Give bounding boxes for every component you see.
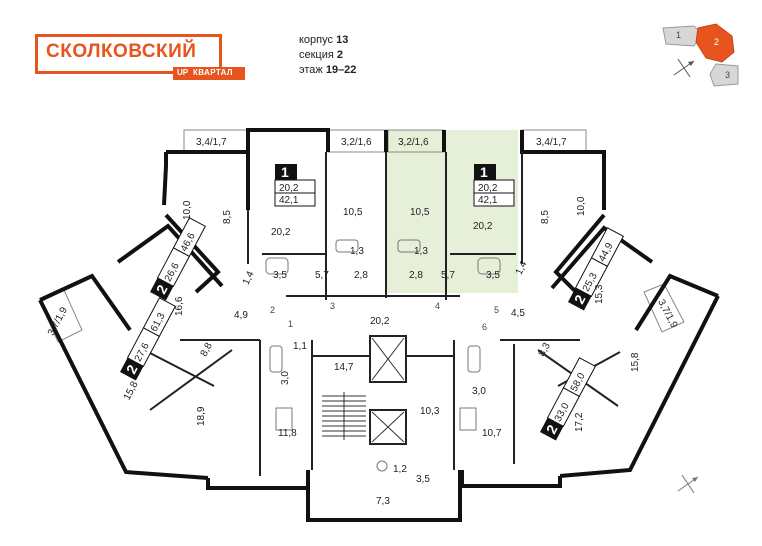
room-label: 3,5 xyxy=(416,474,430,485)
apt-badge-2c: 2 27,6 61,3 xyxy=(120,297,177,381)
brand-logo: СКОЛКОВСКИЙ UP КВАРТАЛ xyxy=(35,34,245,80)
floor-info: этаж 19–22 xyxy=(299,64,357,76)
door-number: 1 xyxy=(288,319,293,329)
room-label: 8,5 xyxy=(222,210,233,224)
room-label: 5,7 xyxy=(315,270,329,281)
room-label: 2,8 xyxy=(409,270,423,281)
korpus-info: корпус 13 xyxy=(299,34,349,46)
room-label: 16,6 xyxy=(174,296,185,316)
door-number: 5 xyxy=(494,305,499,315)
keymap-label-3: 3 xyxy=(725,70,730,80)
room-label: 17,2 xyxy=(574,412,585,432)
apt-badge-1a: 1 20,2 42,1 xyxy=(274,164,316,207)
room-label: 20,2 xyxy=(271,227,291,238)
plumbing-fixtures xyxy=(265,239,501,472)
svg-text:20,2: 20,2 xyxy=(478,183,498,194)
room-label: 14,7 xyxy=(334,362,354,373)
keymap-section-2 xyxy=(695,23,735,63)
room-label: 18,9 xyxy=(196,406,207,426)
room-label: 3,0 xyxy=(280,371,291,385)
outer-walls xyxy=(38,128,720,522)
logo-up: UP xyxy=(177,68,189,77)
room-label: 3,0 xyxy=(472,386,486,397)
svg-text:20,2: 20,2 xyxy=(279,183,299,194)
room-label: 3,5 xyxy=(273,270,287,281)
room-label: 3,2/1,6 xyxy=(398,137,429,148)
compass-icon xyxy=(673,58,695,78)
room-label: 1,2 xyxy=(393,464,407,475)
svg-text:42,1: 42,1 xyxy=(478,195,498,206)
highlighted-apartment xyxy=(387,130,518,293)
elevator-icons xyxy=(371,337,405,443)
door-number: 3 xyxy=(330,301,335,311)
room-label: 2,8 xyxy=(354,270,368,281)
logo-name: СКОЛКОВСКИЙ xyxy=(46,41,197,62)
room-label: 3,2/1,6 xyxy=(341,137,372,148)
room-label: 10,7 xyxy=(482,428,502,439)
room-label: 7,3 xyxy=(376,496,390,507)
room-label: 1,4 xyxy=(514,259,530,277)
room-label: 15,3 xyxy=(594,284,605,304)
room-label: 10,5 xyxy=(343,207,363,218)
room-area-labels: 3,4/1,7 3,2/1,6 3,2/1,6 3,4/1,7 10,0 8,5… xyxy=(46,137,680,507)
room-label: 10,5 xyxy=(410,207,430,218)
logo-sub: КВАРТАЛ xyxy=(193,68,233,77)
room-label: 10,3 xyxy=(420,406,440,417)
logo-sub-bar xyxy=(173,67,245,80)
room-label: 10,0 xyxy=(182,200,193,220)
room-label: 15,8 xyxy=(122,379,141,402)
door-numbers: 1 2 3 4 5 6 xyxy=(270,301,499,332)
keymap-label-1: 1 xyxy=(676,30,681,40)
section-info: секция 2 xyxy=(299,49,344,61)
room-label: 8,5 xyxy=(540,210,551,224)
keymap-section-3 xyxy=(709,63,739,87)
room-label: 3,4/1,7 xyxy=(196,137,227,148)
room-label: 20,2 xyxy=(370,316,390,327)
north-arrow-icon xyxy=(677,474,699,494)
room-label: 15,8 xyxy=(630,352,641,372)
room-label: 1,4 xyxy=(241,269,257,287)
apt-badge-2a: 2 26,6 46,6 xyxy=(150,217,207,301)
room-label: 5,7 xyxy=(441,270,455,281)
room-label: 8,3 xyxy=(537,341,553,359)
svg-text:42,1: 42,1 xyxy=(279,195,299,206)
room-label: 1,3 xyxy=(350,246,364,257)
room-label: 3,4/1,7 xyxy=(536,137,567,148)
apt-badge-2b: 2 25,3 44,9 xyxy=(568,227,625,311)
staircase xyxy=(322,392,366,440)
room-label: 1,3 xyxy=(414,246,428,257)
keymap-label-2: 2 xyxy=(714,37,719,47)
room-label: 11,8 xyxy=(278,428,297,439)
room-label: 1,1 xyxy=(293,341,307,352)
door-number: 2 xyxy=(270,305,275,315)
room-label: 20,2 xyxy=(473,221,493,232)
svg-text:1: 1 xyxy=(281,164,289,180)
room-label: 8,8 xyxy=(199,341,215,359)
apt-badge-1b: 1 20,2 42,1 xyxy=(473,164,515,207)
apt-badge-2d: 2 33,0 58,0 xyxy=(540,357,597,441)
door-number: 6 xyxy=(482,322,487,332)
section-keymap: 1 2 3 xyxy=(662,23,739,87)
svg-text:1: 1 xyxy=(480,164,488,180)
door-number: 4 xyxy=(435,301,440,311)
room-label: 10,0 xyxy=(576,196,587,216)
room-label: 3,5 xyxy=(486,270,500,281)
room-label: 4,9 xyxy=(234,310,248,321)
room-label: 4,5 xyxy=(511,308,525,319)
